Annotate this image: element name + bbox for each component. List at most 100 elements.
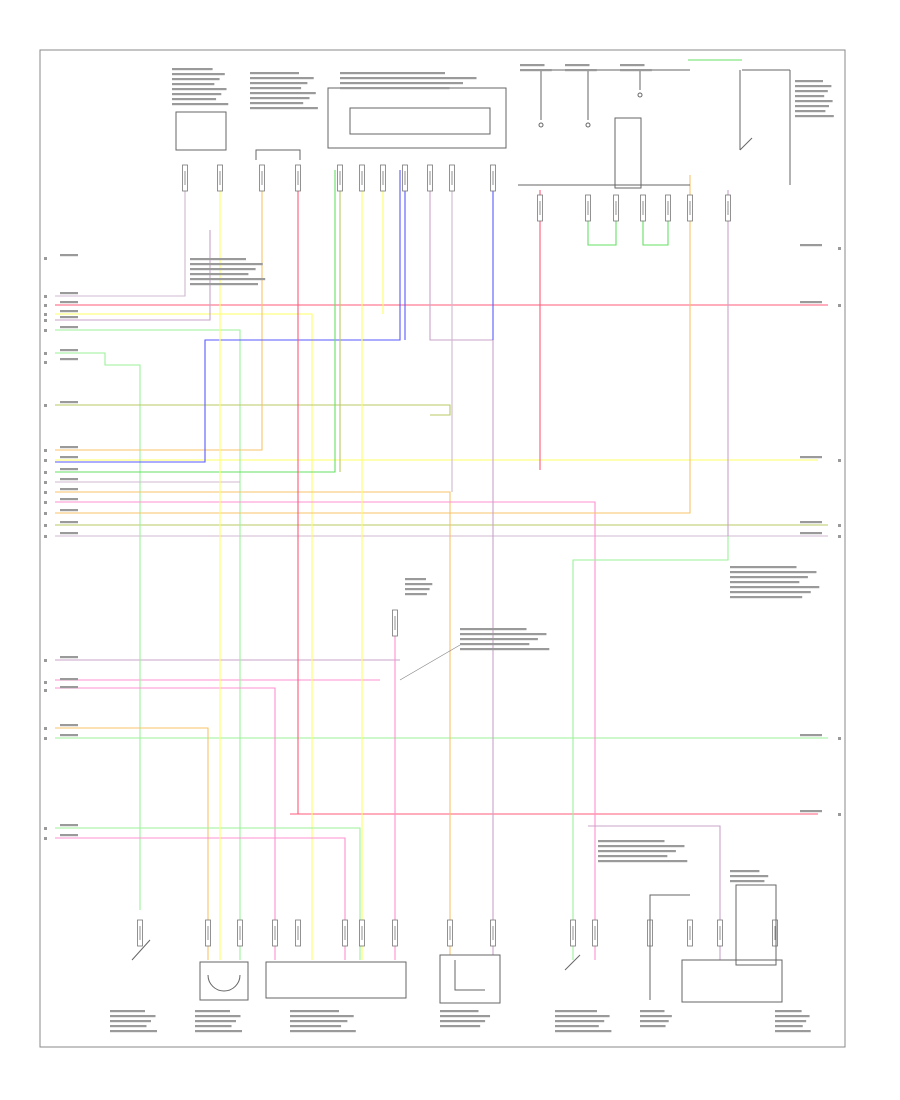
wire bbox=[572, 536, 729, 960]
component-label bbox=[405, 578, 426, 581]
diagram-frame bbox=[39, 49, 846, 1048]
component-label bbox=[555, 1030, 612, 1033]
wire-color-label bbox=[60, 488, 78, 491]
note-text bbox=[190, 283, 258, 286]
sensor-box-label bbox=[172, 88, 227, 91]
wire-color-label bbox=[800, 810, 822, 813]
wire-color-label bbox=[60, 656, 78, 659]
wire-color-label bbox=[60, 532, 78, 535]
fuse-label bbox=[520, 69, 552, 72]
pin-number bbox=[44, 319, 47, 322]
note-text bbox=[460, 628, 527, 631]
wire-color-label bbox=[60, 478, 78, 481]
note-text bbox=[190, 278, 266, 281]
pin-number bbox=[838, 535, 841, 538]
component-label bbox=[555, 1020, 605, 1023]
wire-color-label bbox=[60, 358, 78, 361]
note-text bbox=[190, 258, 246, 261]
relay-box bbox=[614, 117, 642, 189]
note-text bbox=[460, 643, 530, 646]
wire-color-label bbox=[60, 724, 78, 727]
pin-number bbox=[44, 727, 47, 730]
pin-number bbox=[838, 247, 841, 250]
switch-contact bbox=[739, 137, 753, 151]
sensor-plug-label bbox=[250, 82, 308, 85]
wire-color-label bbox=[60, 401, 78, 404]
component-label bbox=[440, 1025, 481, 1028]
component-label bbox=[405, 593, 427, 596]
sensor-plug-top bbox=[255, 149, 301, 160]
component-label bbox=[775, 1020, 807, 1023]
sensor-plug-label bbox=[250, 107, 318, 110]
sender-unit-bottom bbox=[439, 954, 501, 1004]
pin-number bbox=[44, 449, 47, 452]
component-label bbox=[405, 588, 430, 591]
fuse-relay-label bbox=[795, 100, 833, 103]
wire-color-label bbox=[800, 521, 822, 524]
wire bbox=[55, 170, 336, 473]
note-text bbox=[598, 855, 668, 858]
component-label bbox=[290, 1020, 348, 1023]
control-module-label bbox=[340, 87, 450, 90]
component-label bbox=[195, 1030, 242, 1033]
wire bbox=[55, 491, 451, 960]
fuse-symbol bbox=[585, 122, 591, 128]
component-label bbox=[555, 1025, 599, 1028]
component-label bbox=[775, 1030, 811, 1033]
callout-leader bbox=[399, 644, 461, 681]
component-label bbox=[195, 1025, 232, 1028]
pin-number bbox=[44, 837, 47, 840]
sensor-box-top-left bbox=[175, 111, 227, 151]
sensor-plug-label bbox=[250, 72, 299, 75]
wire-color-label bbox=[60, 834, 78, 837]
component-label bbox=[775, 1015, 810, 1018]
wire-color-label bbox=[60, 326, 78, 329]
fuse-symbol bbox=[538, 122, 544, 128]
note-text bbox=[730, 581, 800, 584]
wire-color-label bbox=[800, 532, 822, 535]
pin-number bbox=[44, 304, 47, 307]
fuse-relay-label bbox=[795, 85, 832, 88]
wire-color-label bbox=[60, 310, 78, 313]
note-text bbox=[730, 571, 817, 574]
pin-number bbox=[838, 459, 841, 462]
pin-number bbox=[44, 535, 47, 538]
wire bbox=[55, 352, 141, 910]
note-text bbox=[598, 850, 676, 853]
note-text bbox=[460, 638, 538, 641]
fuse-symbol bbox=[637, 92, 643, 98]
pin-number bbox=[44, 295, 47, 298]
component-label bbox=[640, 1020, 669, 1023]
pin-number bbox=[44, 659, 47, 662]
component-label bbox=[195, 1020, 236, 1023]
wire bbox=[55, 230, 211, 321]
component-label bbox=[730, 880, 765, 883]
pin-number bbox=[838, 813, 841, 816]
sensor-plug-label bbox=[250, 97, 310, 100]
wire bbox=[588, 825, 721, 960]
wire-color-label bbox=[60, 498, 78, 501]
switch-bottom-right bbox=[564, 954, 581, 971]
switch-bottom-left bbox=[131, 939, 151, 961]
pin-number bbox=[44, 524, 47, 527]
fuse-relay-label bbox=[795, 90, 828, 93]
component-label bbox=[195, 1015, 241, 1018]
sensor-plug-label bbox=[250, 102, 304, 105]
switch-assembly-bottom bbox=[265, 961, 407, 999]
note-text bbox=[190, 263, 263, 266]
component-label bbox=[440, 1015, 491, 1018]
wire bbox=[55, 170, 263, 451]
component-label bbox=[290, 1015, 354, 1018]
wire-color-label bbox=[60, 349, 78, 352]
sensor-box-label bbox=[172, 103, 229, 106]
wire-color-label bbox=[60, 316, 78, 319]
pin-number bbox=[44, 404, 47, 407]
wire-color-label bbox=[60, 292, 78, 295]
component-label bbox=[110, 1020, 151, 1023]
wire-color-label bbox=[60, 446, 78, 449]
sensor-box-label bbox=[172, 68, 213, 71]
component-label bbox=[730, 870, 760, 873]
wire-color-label bbox=[60, 824, 78, 827]
fuse-relay-label bbox=[795, 115, 834, 118]
